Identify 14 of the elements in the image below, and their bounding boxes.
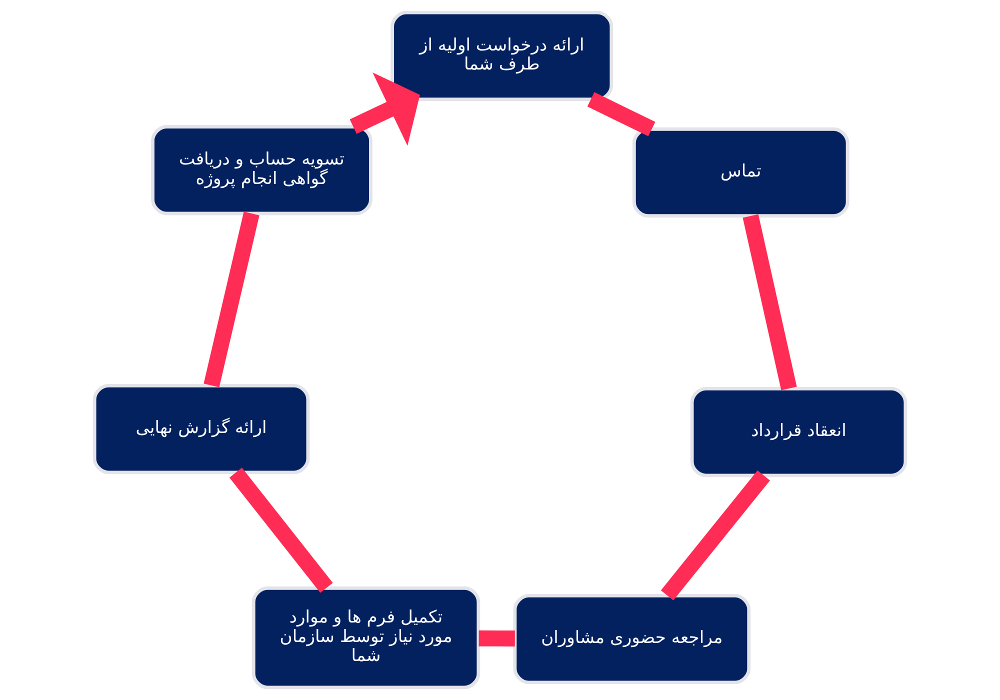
node-box: تسویه حساب و دریافت گواهی انجام پروژه bbox=[151, 125, 372, 216]
connector bbox=[204, 212, 260, 388]
node-box: ارائه درخواست اولیه از طرف شما bbox=[390, 10, 614, 102]
connector bbox=[229, 468, 333, 593]
arrow bbox=[350, 72, 420, 146]
node-box: تماس bbox=[632, 127, 850, 218]
node-box: تکمیل فرم ها و موارد مورد نیاز توسط سازمان شما bbox=[252, 586, 480, 690]
node-box: ارائه گزارش نهایی bbox=[92, 384, 310, 474]
connector bbox=[742, 214, 797, 390]
node-box: انعقاد قرارداد bbox=[690, 386, 908, 478]
node-box: مراجعه حضوری مشاوران bbox=[513, 594, 751, 684]
connector bbox=[478, 630, 515, 646]
connector bbox=[660, 470, 770, 600]
connector bbox=[587, 92, 656, 136]
